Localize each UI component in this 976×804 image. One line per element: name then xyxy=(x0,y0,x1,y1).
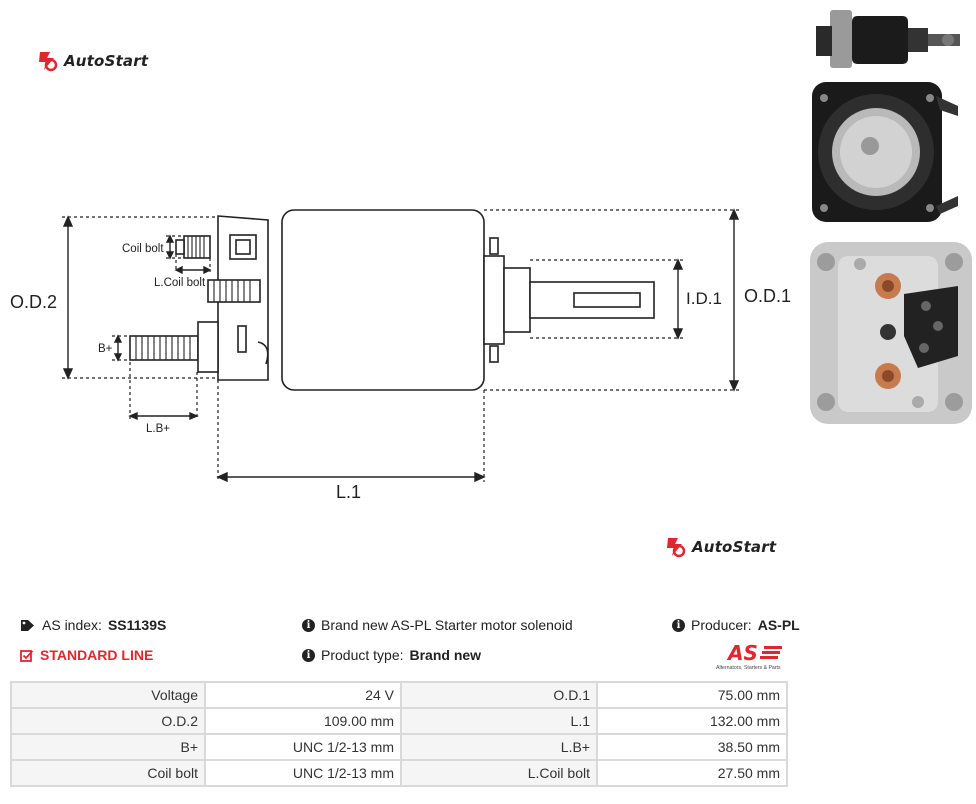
line-row: STANDARD LINE xyxy=(20,647,153,663)
autostart-logo-icon xyxy=(39,52,58,72)
id1-label: I.D.1 xyxy=(686,289,722,308)
spec-label: O.D.1 xyxy=(400,681,598,709)
producer-label: Producer: xyxy=(691,617,752,633)
spec-label: L.Coil bolt xyxy=(400,759,598,787)
spec-label: Coil bolt xyxy=(10,759,206,787)
table-row: O.D.2 109.00 mm L.1 132.00 mm xyxy=(10,707,788,735)
producer-value: AS-PL xyxy=(757,617,800,633)
as-pl-logo-text: AS xyxy=(726,641,758,665)
spec-label: B+ xyxy=(10,733,206,761)
product-type-value: Brand new xyxy=(409,647,482,663)
description-row: i Brand new AS-PL Starter motor solenoid xyxy=(302,617,573,633)
l-coil-bolt-label: L.Coil bolt xyxy=(154,277,206,289)
spec-value: 132.00 mm xyxy=(596,707,788,735)
info-icon: i xyxy=(302,618,315,632)
b-plus-label: B+ xyxy=(98,343,113,355)
l-b-plus-label: L.B+ xyxy=(146,423,170,435)
spec-label: Voltage xyxy=(10,681,206,709)
spec-label: O.D.2 xyxy=(10,707,206,735)
spec-value: UNC 1/2-13 mm xyxy=(204,733,402,761)
autostart-logo-text: AutoStart xyxy=(64,52,149,70)
spec-value: 75.00 mm xyxy=(596,681,788,709)
as-pl-logo-tagline: Alternators, Starters & Parts xyxy=(716,665,781,671)
table-row: Voltage 24 V O.D.1 75.00 mm xyxy=(10,681,788,709)
checkbox-icon xyxy=(20,649,34,662)
product-photos xyxy=(810,10,972,424)
od1-label: O.D.1 xyxy=(744,286,791,306)
solenoid-technical-drawing: O.D.2 O.D.1 I.D.1 L.1 Coil bolt L.Coil b… xyxy=(10,208,791,502)
product-description: Brand new AS-PL Starter motor solenoid xyxy=(321,617,573,633)
product-type-label: Product type: xyxy=(321,647,404,663)
autostart-logo-secondary: AutoStart xyxy=(664,536,776,558)
spec-label: L.B+ xyxy=(400,733,598,761)
spec-label: L.1 xyxy=(400,707,598,735)
rear-view-photo xyxy=(810,242,972,424)
spec-value: UNC 1/2-13 mm xyxy=(204,759,402,787)
info-icon: i xyxy=(302,648,315,662)
product-type-row: i Product type: Brand new xyxy=(302,647,481,663)
autostart-logo-text: AutoStart xyxy=(692,538,777,556)
side-view-photo xyxy=(816,10,960,68)
table-row: Coil bolt UNC 1/2-13 mm L.Coil bolt 27.5… xyxy=(10,759,788,787)
standard-line-label: STANDARD LINE xyxy=(40,647,154,663)
table-row: B+ UNC 1/2-13 mm L.B+ 38.50 mm xyxy=(10,733,788,761)
autostart-logo-icon xyxy=(667,538,686,558)
front-view-photo xyxy=(812,82,958,222)
as-pl-logo: AS Alternators, Starters & Parts xyxy=(716,641,782,671)
spec-value: 27.50 mm xyxy=(596,759,788,787)
spec-value: 38.50 mm xyxy=(596,733,788,761)
tag-icon xyxy=(21,619,34,631)
as-index-value: SS1139S xyxy=(107,617,167,633)
info-icon: i xyxy=(672,618,685,632)
autostart-logo: AutoStart xyxy=(36,50,148,72)
specs-table: Voltage 24 V O.D.1 75.00 mm O.D.2 109.00… xyxy=(10,681,788,787)
od2-label: O.D.2 xyxy=(10,292,57,312)
as-index-label: AS index: xyxy=(42,617,102,633)
producer-row: i Producer: AS-PL xyxy=(672,617,800,633)
l1-label: L.1 xyxy=(336,482,361,502)
as-index-row: AS index: SS1139S xyxy=(20,617,166,633)
spec-value: 24 V xyxy=(204,681,402,709)
coil-bolt-label: Coil bolt xyxy=(122,243,164,255)
spec-value: 109.00 mm xyxy=(204,707,402,735)
